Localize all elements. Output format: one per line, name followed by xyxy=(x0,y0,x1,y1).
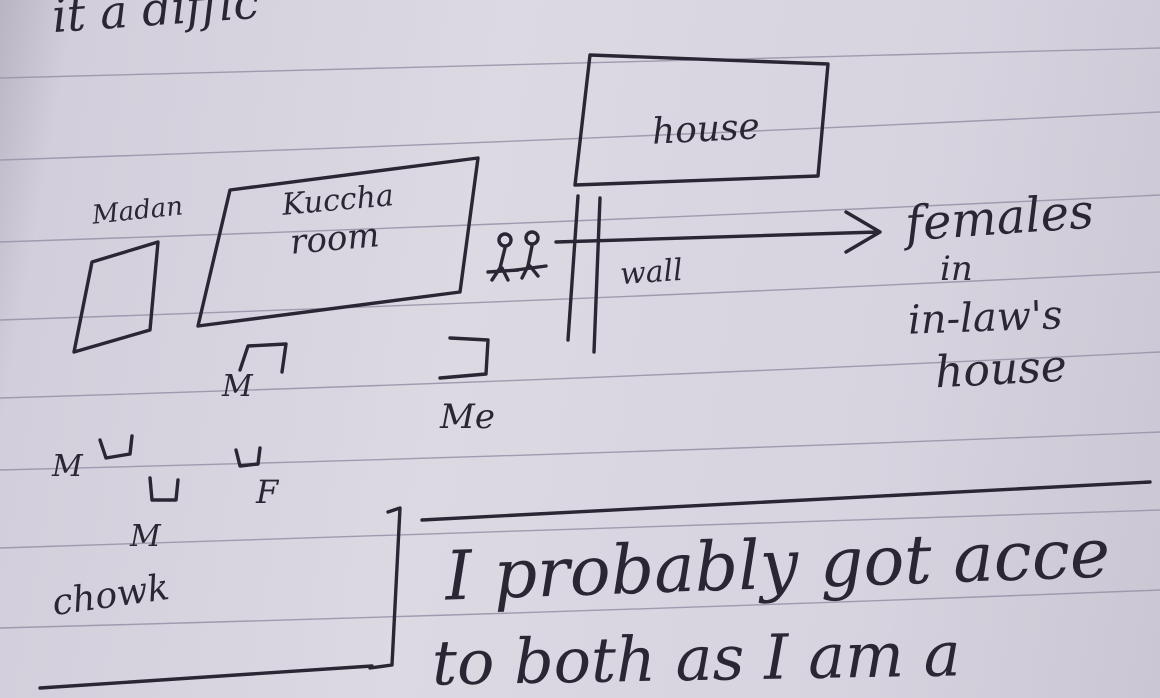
kuccha-room-box xyxy=(196,156,480,328)
cot-shape-m3 xyxy=(148,476,180,502)
madan-box xyxy=(72,240,160,354)
arrow-right-icon xyxy=(554,210,882,254)
text-rule-line xyxy=(420,480,1152,522)
text-line-2: to both as I am a xyxy=(431,617,962,698)
chowk-underline xyxy=(38,664,374,690)
bracket-icon xyxy=(368,506,402,670)
label-wall: wall xyxy=(618,252,684,293)
label-m1: M xyxy=(222,369,253,404)
cot-shape-f xyxy=(234,446,262,468)
label-females: females xyxy=(903,183,1096,253)
wall-line-right xyxy=(592,196,602,354)
label-in: in xyxy=(940,249,973,289)
label-house-2: house xyxy=(933,340,1069,399)
label-me: Me xyxy=(440,397,495,437)
cot-shape-m1 xyxy=(238,342,288,374)
label-in-laws: in-law's xyxy=(907,292,1064,344)
label-m2: M xyxy=(52,449,83,484)
label-house: house xyxy=(650,106,761,153)
ruled-lines xyxy=(0,47,1160,629)
label-room: room xyxy=(288,215,382,263)
label-f: F xyxy=(256,473,279,511)
wall-line-left xyxy=(566,194,580,342)
cot-shape-me xyxy=(438,336,490,380)
two-figures-icon xyxy=(486,230,548,282)
cot-shape-m2 xyxy=(98,434,134,460)
label-m3: M xyxy=(130,519,161,554)
house-box xyxy=(573,53,830,187)
